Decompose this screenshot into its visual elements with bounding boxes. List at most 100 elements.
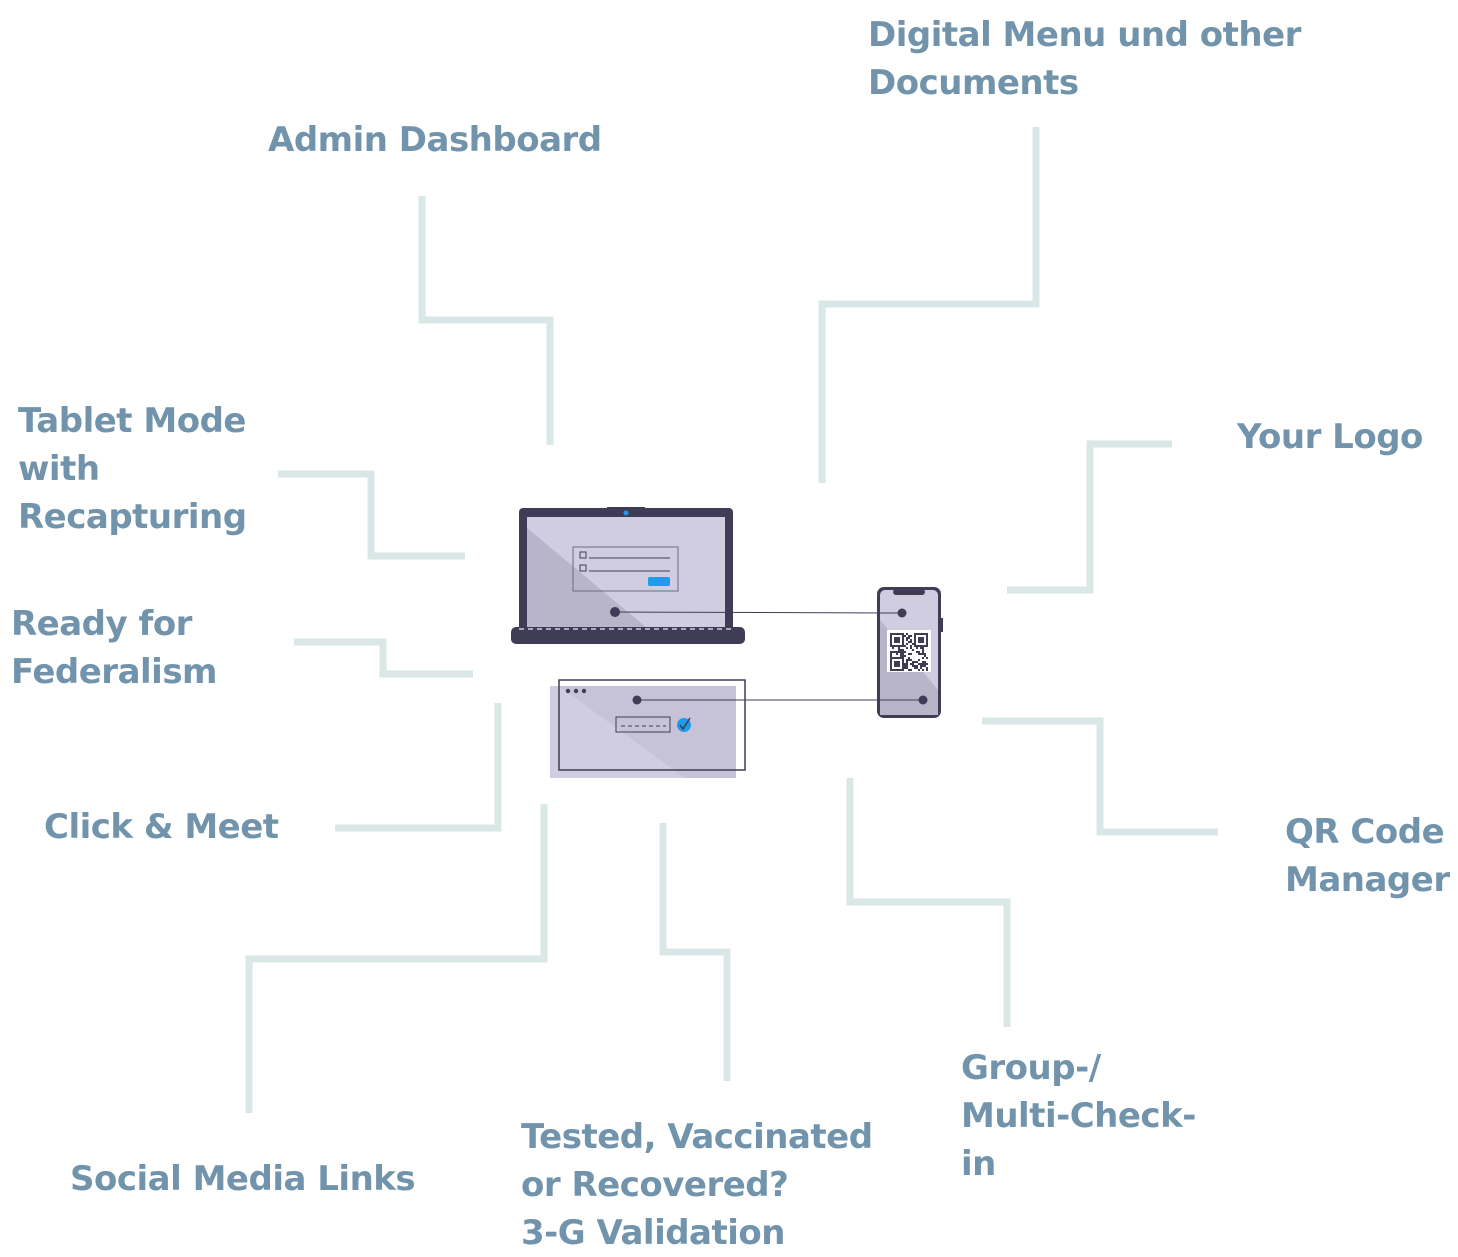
login-form <box>572 546 679 592</box>
label-line: Ready for <box>11 604 192 644</box>
qr-module <box>894 641 896 643</box>
qr-module <box>918 633 920 635</box>
qr-code-modules <box>890 633 928 671</box>
checkbox-icon <box>579 564 587 572</box>
qr-module <box>906 663 908 665</box>
qr-module <box>922 669 924 671</box>
qr-module <box>922 657 924 659</box>
connector-click-meet <box>335 703 502 832</box>
qr-module <box>898 651 900 653</box>
qr-module <box>894 639 896 641</box>
connector-qr-manager <box>982 717 1218 836</box>
qr-module <box>914 667 916 669</box>
label-line: Admin Dashboard <box>268 120 602 160</box>
qr-module <box>890 639 892 641</box>
qr-module <box>896 641 898 643</box>
browser-window-illustration <box>550 679 746 778</box>
qr-module <box>896 645 898 647</box>
qr-module <box>910 639 912 641</box>
qr-module <box>922 645 924 647</box>
qr-module <box>910 641 912 643</box>
qr-module <box>910 669 912 671</box>
label-line: Digital Menu und other <box>868 15 1301 55</box>
qr-module <box>902 657 904 659</box>
qr-module <box>900 649 902 651</box>
qr-module <box>926 657 928 659</box>
qr-module <box>906 659 908 661</box>
qr-module <box>924 633 926 635</box>
qr-module <box>922 649 924 651</box>
qr-module <box>924 653 926 655</box>
label-line: Social Media Links <box>70 1159 416 1199</box>
qr-module <box>912 649 914 651</box>
qr-module <box>900 651 902 653</box>
qr-module <box>896 669 898 671</box>
qr-module <box>902 663 904 665</box>
qr-module <box>908 669 910 671</box>
qr-module <box>890 637 892 639</box>
qr-module <box>914 639 916 641</box>
qr-module <box>898 665 900 667</box>
label-line: Group-/ <box>961 1048 1101 1088</box>
qr-module <box>922 651 924 653</box>
qr-module <box>906 633 908 635</box>
qr-module <box>890 667 892 669</box>
qr-module <box>908 653 910 655</box>
qr-module <box>914 661 916 663</box>
qr-module <box>902 659 904 661</box>
qr-module <box>924 645 926 647</box>
qr-module <box>924 663 926 665</box>
qr-module <box>926 667 928 669</box>
qr-module <box>896 633 898 635</box>
qr-module <box>890 653 892 655</box>
qr-module <box>908 657 910 659</box>
label-group-multi-check-in: Group-/Multi-Check-in <box>961 1044 1196 1188</box>
label-line: Click & Meet <box>44 807 279 847</box>
qr-module <box>898 647 900 649</box>
qr-module <box>892 633 894 635</box>
qr-module <box>898 641 900 643</box>
qr-module <box>920 641 922 643</box>
qr-module <box>918 645 920 647</box>
qr-module <box>910 635 912 637</box>
qr-module <box>920 633 922 635</box>
qr-module <box>890 651 892 653</box>
browser-window-frame <box>558 679 746 771</box>
qr-module <box>902 661 904 663</box>
qr-module <box>902 665 904 667</box>
qr-module <box>898 657 900 659</box>
qr-module <box>912 661 914 663</box>
qr-module <box>916 633 918 635</box>
qr-module <box>926 639 928 641</box>
qr-module <box>898 633 900 635</box>
qr-module <box>926 663 928 665</box>
qr-module <box>896 639 898 641</box>
qr-module <box>920 639 922 641</box>
label-line: in <box>961 1144 996 1184</box>
qr-module <box>898 645 900 647</box>
qr-module <box>922 653 924 655</box>
qr-module <box>918 639 920 641</box>
qr-module <box>916 665 918 667</box>
qr-module <box>908 641 910 643</box>
qr-module <box>914 645 916 647</box>
qr-module <box>902 653 904 655</box>
qr-module <box>896 657 898 659</box>
qr-module <box>894 665 896 667</box>
label-click-meet: Click & Meet <box>44 803 279 851</box>
qr-module <box>890 633 892 635</box>
qr-module <box>898 649 900 651</box>
qr-module <box>900 669 902 671</box>
qr-module <box>920 663 922 665</box>
qr-module <box>902 669 904 671</box>
qr-module <box>904 655 906 657</box>
qr-module <box>894 637 896 639</box>
qr-module <box>900 653 902 655</box>
qr-module <box>906 661 908 663</box>
qr-module <box>922 639 924 641</box>
qr-module <box>920 637 922 639</box>
